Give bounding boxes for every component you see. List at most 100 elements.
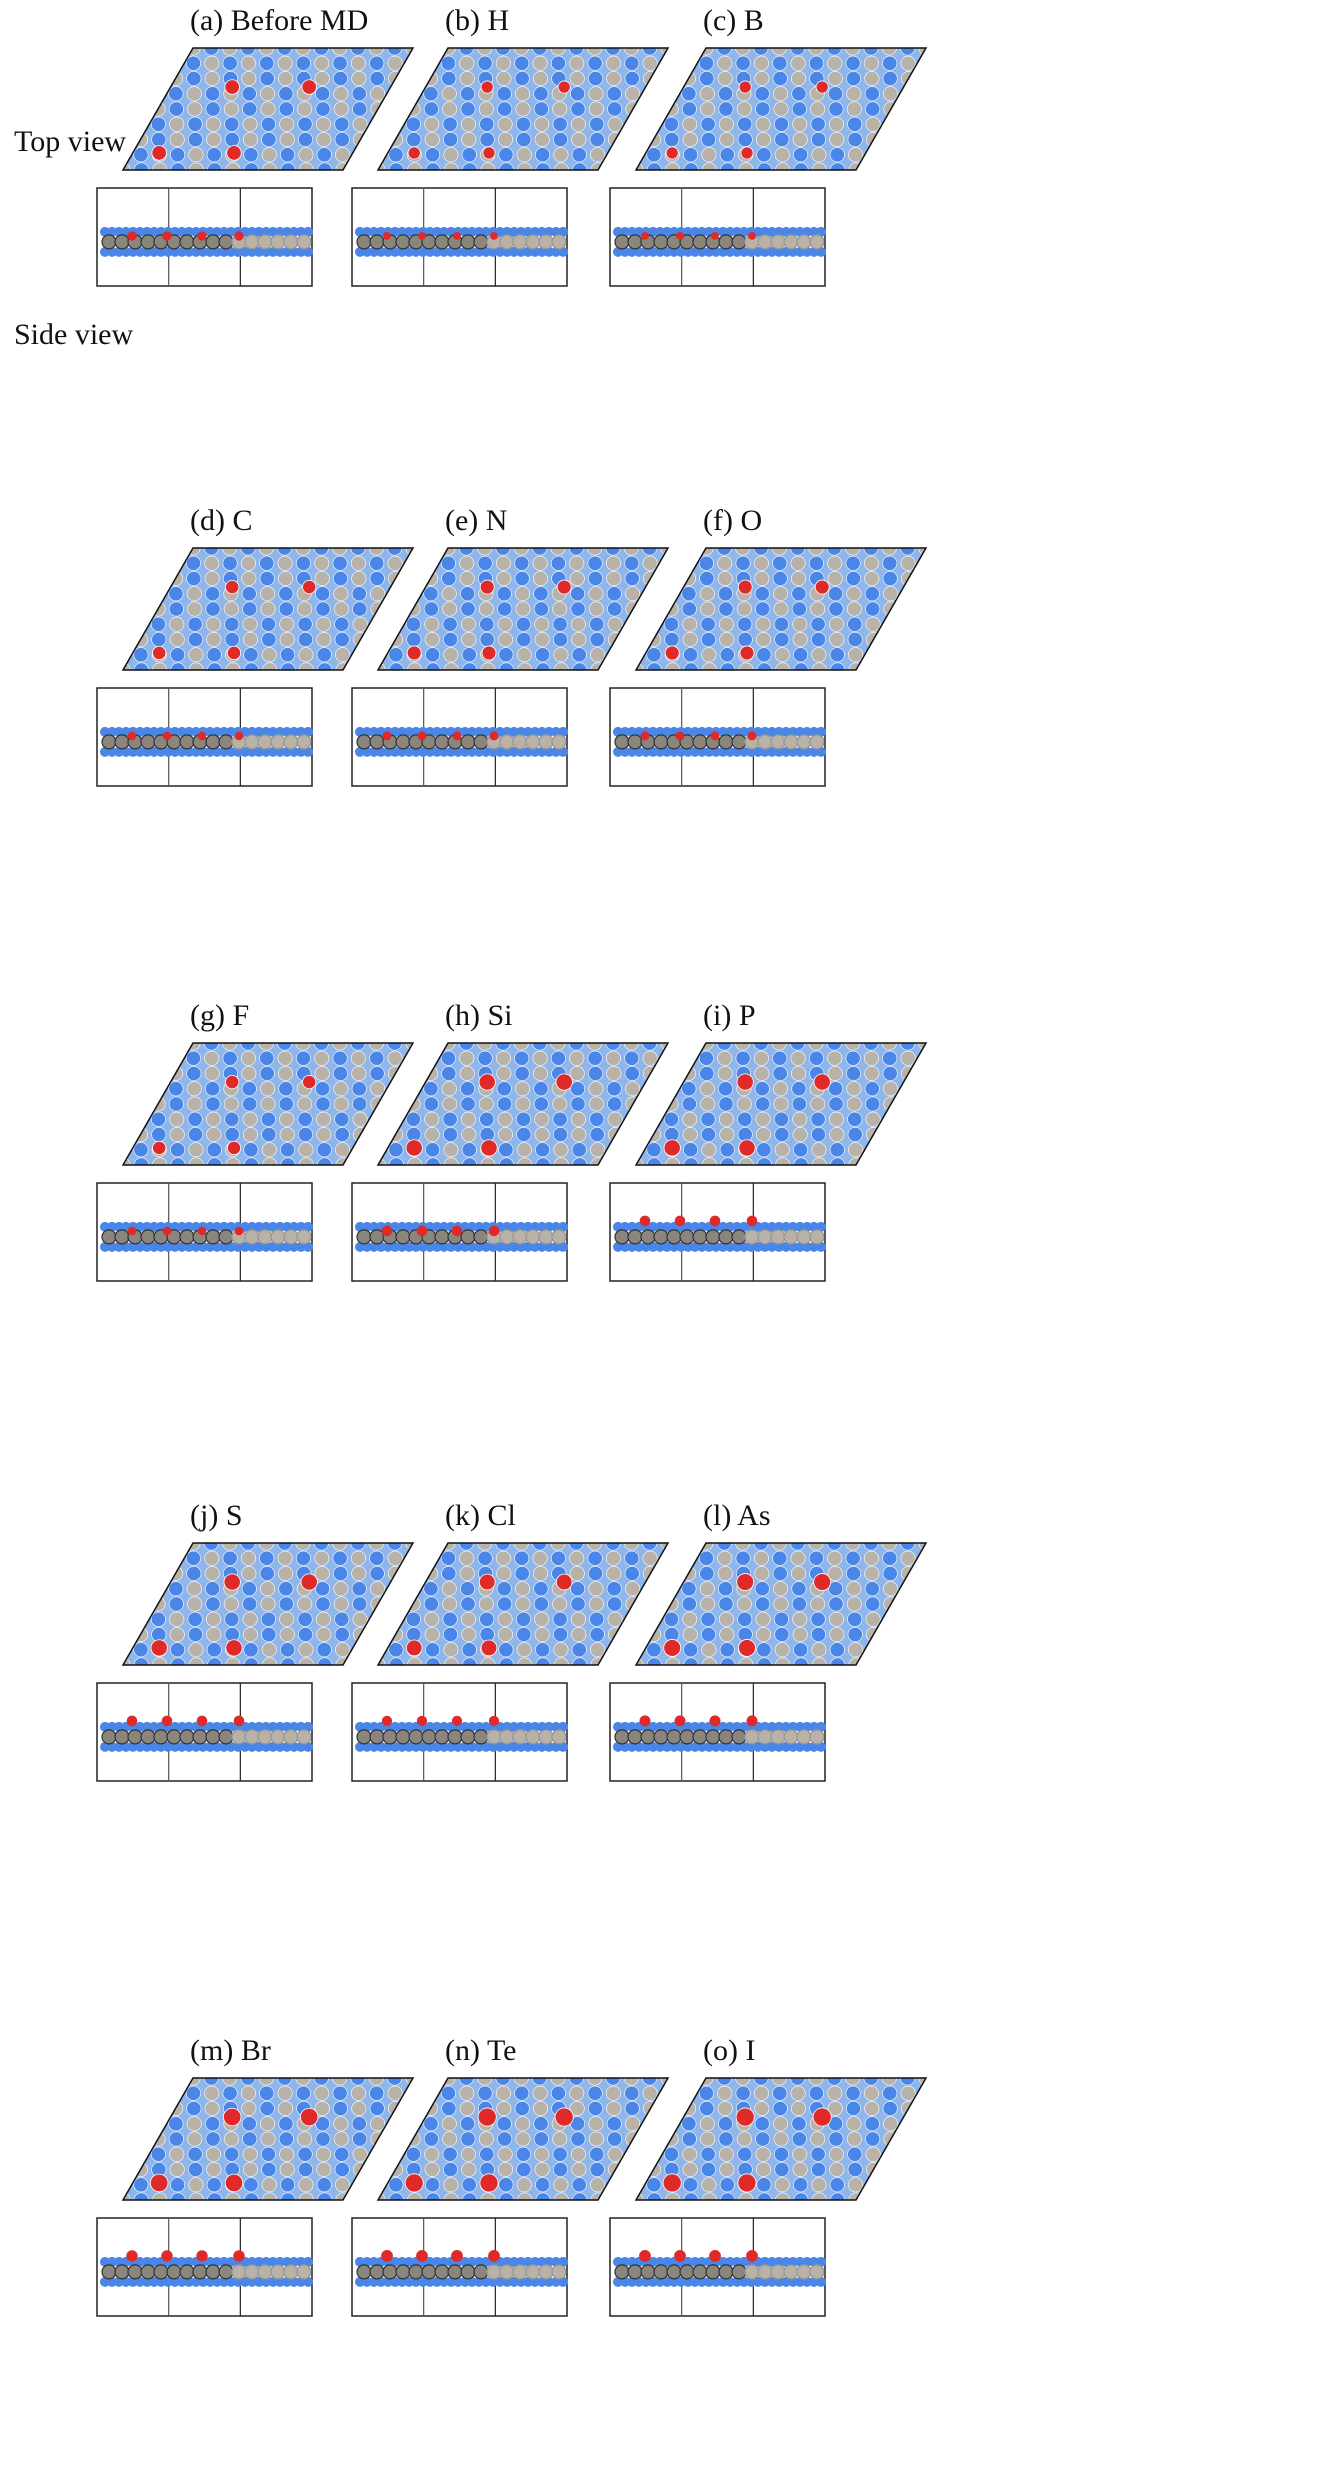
- metal-atom: [369, 2264, 385, 2280]
- metal-atom: [205, 234, 221, 250]
- slab-atom: [233, 1241, 243, 1252]
- slab-atom: [156, 1741, 166, 1752]
- slab-atom: [772, 2100, 788, 2116]
- metal-atom: [515, 101, 531, 117]
- slab-atom: [133, 662, 149, 670]
- slab-atom: [280, 1157, 296, 1165]
- slab-atom: [756, 162, 772, 170]
- metal-atom: [666, 1729, 682, 1745]
- slab-atom: [142, 726, 152, 737]
- slab-atom: [847, 132, 863, 148]
- slab-atom: [387, 2078, 403, 2086]
- metal-atom: [442, 1596, 458, 1612]
- metal-atom: [571, 632, 587, 648]
- metal-atom: [131, 1065, 147, 1081]
- slab-atom: [509, 2276, 519, 2287]
- metal-atom: [666, 2264, 682, 2280]
- slab-atom: [690, 726, 700, 737]
- slab-atom: [388, 2177, 404, 2193]
- slab-atom: [918, 55, 926, 71]
- metal-atom: [636, 1096, 642, 1112]
- slab-atom: [404, 2085, 420, 2101]
- slab-atom: [613, 226, 623, 237]
- slab-atom: [191, 1241, 201, 1252]
- slab-atom: [634, 1241, 644, 1252]
- slab-atom: [811, 132, 827, 148]
- metal-atom: [645, 1611, 661, 1627]
- slab-atom: [387, 601, 403, 617]
- metal-atom: [283, 734, 299, 750]
- slab-atom: [903, 1142, 919, 1158]
- metal-atom: [260, 586, 276, 602]
- slab-atom: [207, 662, 223, 670]
- slab-atom: [767, 726, 777, 737]
- slab-atom: [793, 1157, 809, 1165]
- slab-atom: [767, 1241, 777, 1252]
- slab-atom: [280, 2177, 296, 2193]
- slab-atom: [443, 132, 459, 148]
- slab-atom: [773, 616, 789, 632]
- metal-atom: [424, 1611, 440, 1627]
- metal-atom: [663, 586, 679, 602]
- slab-atom: [386, 1081, 402, 1097]
- slab-atom: [100, 726, 110, 737]
- slab-atom: [278, 101, 294, 117]
- metal-atom: [395, 734, 411, 750]
- slab-atom: [863, 1043, 879, 1051]
- slab-atom: [791, 586, 807, 602]
- slab-atom: [205, 1081, 221, 1097]
- slab-atom: [297, 616, 313, 632]
- metal-atom: [473, 234, 489, 250]
- slab-atom: [737, 632, 753, 648]
- slab-atom: [606, 86, 622, 102]
- dopant-atom: [234, 731, 244, 741]
- metal-atom: [791, 1565, 807, 1581]
- metal-atom: [627, 734, 643, 750]
- slab-atom: [755, 1596, 771, 1612]
- slab-atom: [739, 1241, 749, 1252]
- metal-atom: [645, 2146, 661, 2162]
- metal-atom: [884, 1642, 900, 1658]
- metal-atom: [533, 570, 549, 586]
- metal-atom: [569, 55, 585, 71]
- metal-atom: [810, 101, 826, 117]
- slab-atom: [516, 2162, 532, 2178]
- metal-atom: [314, 55, 330, 71]
- slab-atom: [315, 601, 331, 617]
- slab-atom: [901, 86, 917, 102]
- slab-atom: [739, 246, 749, 257]
- metal-atom: [169, 1627, 185, 1643]
- metal-atom: [169, 116, 185, 132]
- slab-atom: [606, 1581, 622, 1597]
- slab-atom: [247, 1221, 257, 1232]
- slab-atom: [495, 246, 505, 257]
- slab-atom: [753, 246, 763, 257]
- slab-atom: [570, 101, 586, 117]
- slab-atom: [756, 1157, 772, 1165]
- slab-atom: [334, 132, 350, 148]
- slab-atom: [795, 246, 805, 257]
- slab-atom: [866, 1157, 882, 1165]
- metal-atom: [792, 1611, 808, 1627]
- metal-atom: [277, 1550, 293, 1566]
- metal-atom: [938, 56, 952, 70]
- metal-atom: [260, 1596, 276, 1612]
- slab-atom: [663, 2146, 679, 2162]
- slab-atom: [425, 726, 435, 737]
- metal-atom: [278, 2100, 294, 2116]
- metal-atom: [186, 86, 202, 102]
- metal-atom: [885, 1657, 901, 1665]
- slab-atom: [260, 116, 276, 132]
- metal-atom: [644, 2100, 660, 2116]
- slab-atom: [242, 1096, 258, 1112]
- slab-atom: [816, 1221, 826, 1232]
- slab-atom: [523, 2256, 533, 2267]
- slab-atom: [523, 1721, 533, 1732]
- metal-atom: [920, 1096, 926, 1112]
- slab-atom: [605, 1543, 621, 1551]
- metal-atom: [441, 2116, 457, 2132]
- slab-atom: [662, 1221, 672, 1232]
- slab-atom: [224, 2146, 240, 2162]
- metal-atom: [512, 2264, 528, 2280]
- slab-atom: [683, 1241, 693, 1252]
